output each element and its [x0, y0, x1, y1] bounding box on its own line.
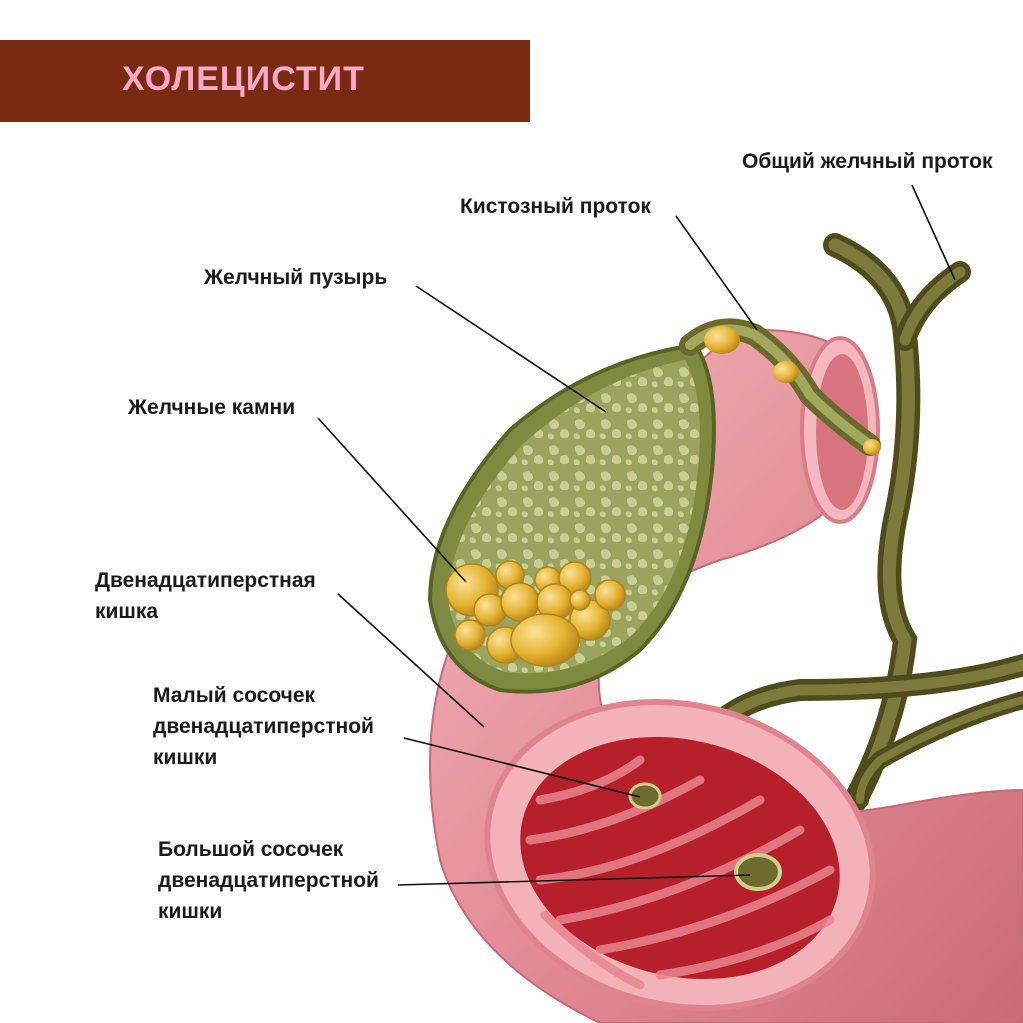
label-common-bile-duct: Общий желчный проток [742, 150, 993, 173]
label-gallstones: Желчные камни [128, 396, 296, 419]
label-duodenum-line-2: кишка [95, 600, 159, 623]
leader-gallstones [317, 417, 467, 583]
leader-common-bile-duct [911, 184, 956, 281]
major-papilla [734, 853, 782, 891]
duodenum [429, 328, 1023, 1023]
bile-ducts [679, 233, 1023, 822]
label-cystic-duct: Кистозный проток [460, 195, 651, 218]
leader-lines [317, 184, 956, 886]
leader-major-papilla [397, 874, 751, 886]
label-gallbladder: Желчный пузырь [204, 266, 388, 289]
gallbladder [427, 318, 881, 694]
minor-papilla [628, 782, 662, 810]
label-minor-papilla: Малый сосочек двенадцатиперстной кишки [153, 680, 374, 773]
label-major-papilla-line-2: двенадцатиперстной [158, 869, 379, 892]
page-title: ХОЛЕЦИСТИТ [122, 60, 365, 98]
label-minor-papilla-line-1: Малый сосочек [153, 684, 316, 707]
label-major-papilla-line-1: Большой сосочек [158, 838, 344, 861]
title-banner: ХОЛЕЦИСТИТ [0, 40, 530, 122]
label-duodenum: Двенадцатиперстная кишка [95, 565, 316, 627]
leader-duodenum [337, 593, 485, 728]
leader-cystic-duct [675, 215, 758, 331]
leader-minor-papilla [403, 737, 641, 798]
leader-gallbladder [415, 285, 607, 413]
label-major-papilla-line-3: кишки [158, 900, 223, 923]
label-duodenum-line-1: Двенадцатиперстная [95, 569, 316, 592]
label-minor-papilla-line-2: двенадцатиперстной [153, 715, 374, 738]
gallstones [445, 560, 626, 667]
label-minor-papilla-line-3: кишки [153, 746, 218, 769]
label-major-papilla: Большой сосочек двенадцатиперстной кишки [158, 834, 379, 927]
